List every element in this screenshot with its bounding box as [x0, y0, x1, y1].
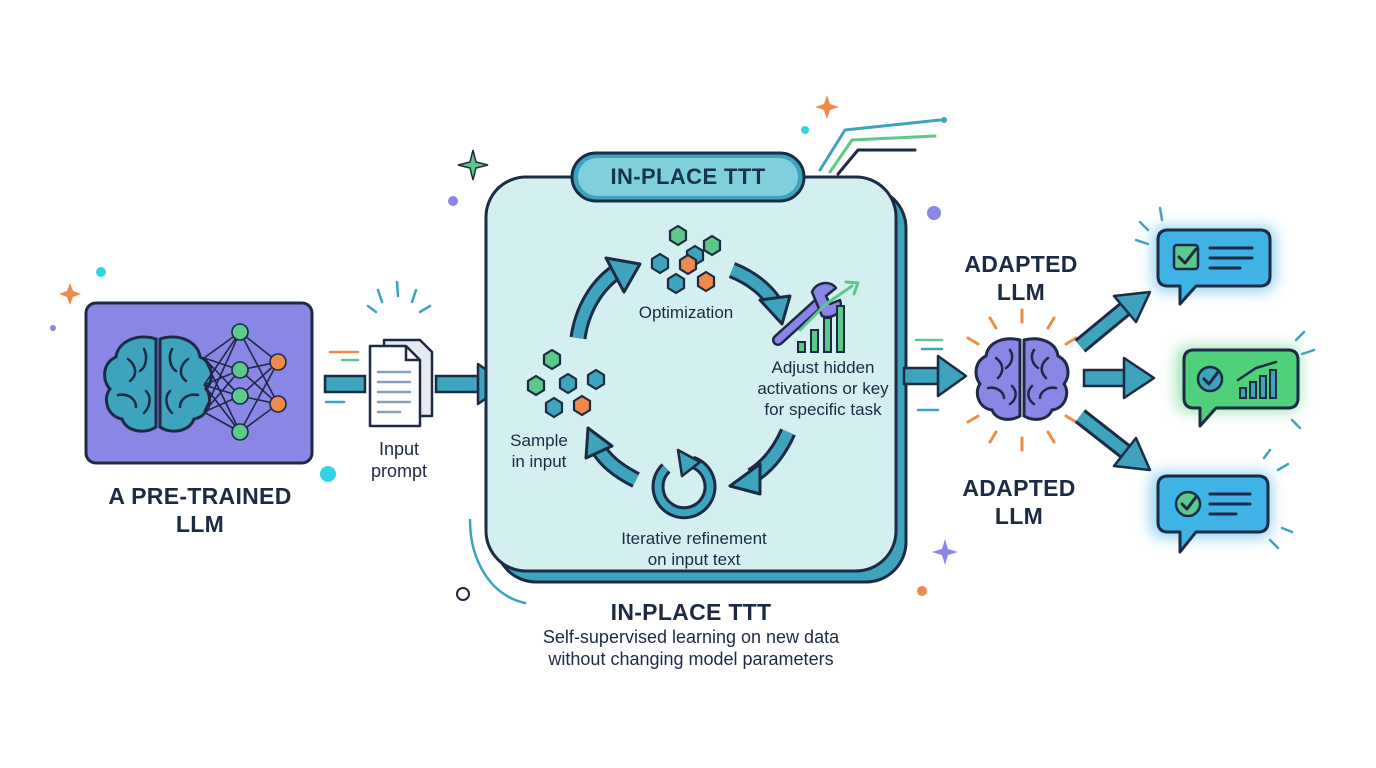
caption-description: Self-supervised learning on new data wit…: [486, 626, 896, 670]
sparkle-icon: [815, 95, 839, 119]
arrow-up-left: [584, 426, 640, 488]
input-label-line1: Input: [378, 439, 420, 459]
optimization-label: Optimization: [638, 303, 734, 322]
caption-title: IN-PLACE TTT: [610, 599, 772, 625]
arrow-to-output-1: [1074, 290, 1152, 353]
arrow-up-right: [569, 256, 642, 340]
ring-icon: [456, 587, 470, 601]
dot-icon: [320, 466, 336, 482]
iterative-refinement-label: Iterative refinement on input text: [586, 528, 802, 570]
adapted-llm-top-label: ADAPTED LLM: [946, 250, 1096, 306]
refine-line2: on input text: [647, 550, 741, 569]
sparkle-icon: [59, 283, 81, 305]
pretrained-llm-box: [84, 301, 314, 465]
output-arrow: [902, 338, 968, 412]
sample-line2: in input: [511, 452, 567, 471]
decorative-sparkles: [50, 95, 958, 605]
in-place-ttt-box: [484, 151, 908, 584]
input-label-line2: prompt: [370, 461, 428, 481]
output-bubble-2: [1176, 330, 1316, 430]
adjust-line1: Adjust hidden: [771, 358, 875, 377]
output-bubble-1: [1134, 206, 1276, 306]
pretrained-llm-title: A PRE-TRAINED LLM: [90, 482, 310, 538]
dot-icon: [448, 196, 458, 206]
dot-icon: [50, 325, 56, 331]
dot-icon: [96, 267, 106, 277]
adapted-bottom-line1: ADAPTED: [962, 475, 1076, 501]
dot-icon: [927, 206, 941, 220]
refinement-cycle-arrows: [569, 256, 796, 496]
pretrained-title-line2: LLM: [175, 511, 225, 537]
adapted-llm-bottom-label: ADAPTED LLM: [944, 474, 1094, 530]
wrench-chart-icon: [772, 280, 860, 353]
caption-line2: without changing model parameters: [548, 649, 834, 669]
sample-input-label: Sample in input: [496, 430, 582, 472]
speed-lines: [818, 117, 947, 176]
adapted-top-line1: ADAPTED: [964, 251, 1078, 277]
sample-line1: Sample: [510, 431, 568, 450]
hexagon-cluster-left: [526, 348, 606, 419]
adapted-brain-icon: [966, 308, 1078, 452]
fan-out-arrows: [1074, 290, 1156, 472]
dot-icon: [917, 586, 927, 596]
caption-line1: Self-supervised learning on new data: [542, 627, 840, 647]
arrow-to-output-2: [1082, 356, 1156, 400]
refresh-icon: [651, 448, 717, 520]
adapted-bottom-line2: LLM: [994, 503, 1044, 529]
arrow-down-right: [728, 262, 792, 326]
output-bubble-3: [1150, 448, 1294, 554]
adjust-line2: activations or key: [757, 379, 889, 398]
sparkle-icon: [457, 149, 489, 181]
document-icon: [366, 280, 434, 428]
adjust-activations-label: Adjust hidden activations or key for spe…: [748, 357, 898, 420]
arrow-down-left: [728, 428, 796, 496]
adapted-top-line2: LLM: [996, 279, 1046, 305]
in-place-ttt-badge: IN-PLACE TTT: [610, 164, 766, 189]
hexagon-cluster-top: [650, 224, 722, 295]
checkbox-icon: [1172, 243, 1200, 271]
input-prompt-label: Input prompt: [356, 438, 442, 482]
refine-line1: Iterative refinement: [621, 529, 767, 548]
bar-chart-icon: [1239, 369, 1277, 399]
dot-icon: [801, 126, 809, 134]
pretrained-title-line1: A PRE-TRAINED: [108, 483, 292, 509]
arrow-to-output-3: [1074, 409, 1152, 472]
sparkle-icon: [932, 539, 958, 565]
brain-icon: [103, 335, 213, 433]
neural-network-icon: [203, 323, 287, 441]
adjust-line3: for specific task: [764, 400, 882, 419]
